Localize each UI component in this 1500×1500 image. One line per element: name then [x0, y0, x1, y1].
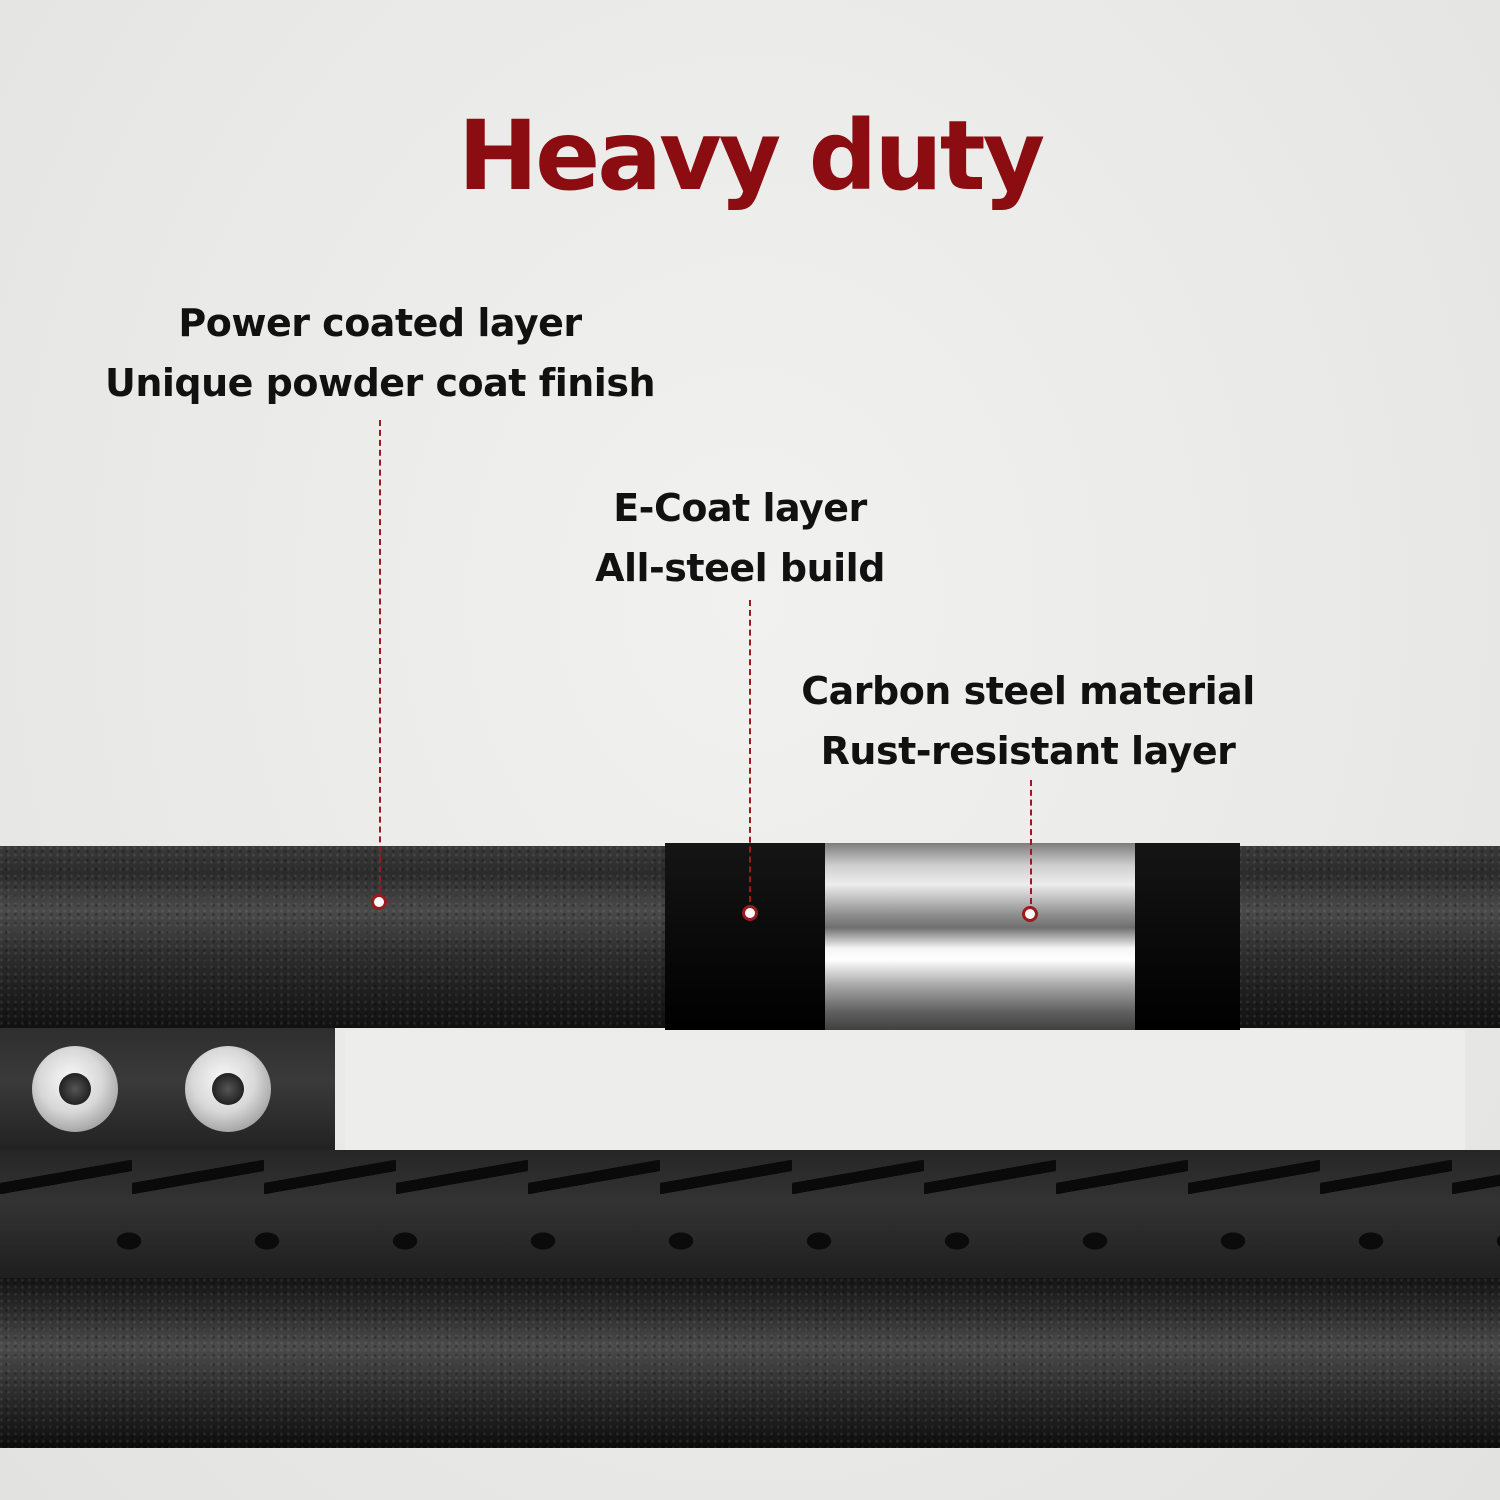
cross-section-cutaway — [665, 843, 1240, 1031]
mounting-bracket — [0, 1028, 335, 1158]
callout-ecoat: E-Coat layer All-steel build — [540, 478, 940, 598]
carbon-steel-core — [825, 843, 1135, 1031]
callout-carbon-steel: Carbon steel material Rust-resistant lay… — [780, 661, 1276, 781]
background-gap — [345, 1030, 1465, 1152]
bolt-icon — [32, 1046, 118, 1132]
ecoat-band-right — [1135, 843, 1240, 1031]
leader-line — [1030, 780, 1032, 904]
bolt-icon — [185, 1046, 271, 1132]
marker-dot — [742, 905, 758, 921]
callout-subtitle: Unique powder coat finish — [104, 361, 656, 405]
page-title: Heavy duty — [457, 100, 1045, 212]
step-plate — [0, 1150, 1500, 1280]
callout-title: Carbon steel material — [801, 669, 1255, 713]
marker-dot — [1022, 906, 1038, 922]
marker-dot — [371, 894, 387, 910]
leader-line — [379, 420, 381, 892]
callout-subtitle: Rust-resistant layer — [820, 729, 1236, 773]
ecoat-band-left — [665, 843, 825, 1031]
callout-title: E-Coat layer — [613, 486, 867, 530]
callout-powder-coat: Power coated layer Unique powder coat fi… — [100, 293, 660, 413]
callout-subtitle: All-steel build — [595, 546, 885, 590]
lower-tube — [0, 1278, 1500, 1448]
leader-line — [749, 600, 751, 902]
callout-title: Power coated layer — [178, 301, 582, 345]
